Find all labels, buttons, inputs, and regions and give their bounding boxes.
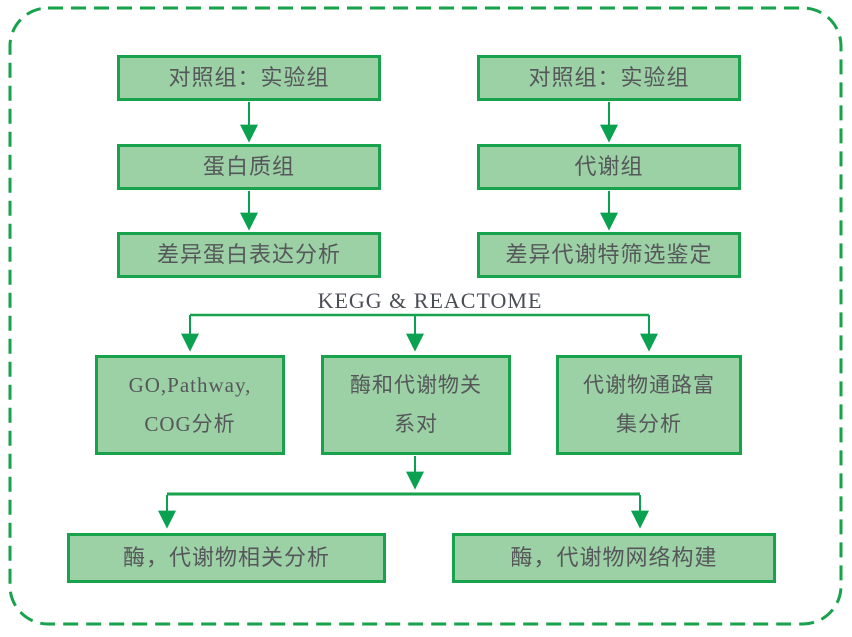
box-control-vs-experiment-right: 对照组：实验组 <box>477 55 741 101</box>
box-line: GO,Pathway, <box>128 372 252 397</box>
box-go-pathway-cog-analysis: GO,Pathway, COG分析 <box>95 355 285 455</box>
box-enzyme-metabolite-correlation-analysis: 酶，代谢物相关分析 <box>67 533 386 583</box>
box-line: COG分析 <box>144 412 236 436</box>
box-line: 集分析 <box>616 413 682 436</box>
box-enzyme-metabolite-network-construction: 酶，代谢物网络构建 <box>452 533 776 583</box>
dashed-border-frame <box>8 6 843 626</box>
box-metabolome: 代谢组 <box>477 144 741 190</box>
box-line: 代谢物通路富 <box>583 373 715 397</box>
kegg-reactome-label: KEGG & REACTOME <box>317 288 543 313</box>
box-line: 系对 <box>394 413 438 436</box>
box-line: 酶和代谢物关 <box>350 373 482 397</box>
box-metabolite-pathway-enrichment: 代谢物通路富 集分析 <box>556 355 742 455</box>
box-enzyme-metabolite-pairs: 酶和代谢物关 系对 <box>321 355 511 455</box>
box-diff-protein-expression-analysis: 差异蛋白表达分析 <box>117 232 381 278</box>
box-control-vs-experiment-left: 对照组：实验组 <box>117 55 381 101</box>
box-diff-metabolite-screening: 差异代谢特筛选鉴定 <box>477 232 741 278</box>
box-proteome: 蛋白质组 <box>117 144 381 190</box>
